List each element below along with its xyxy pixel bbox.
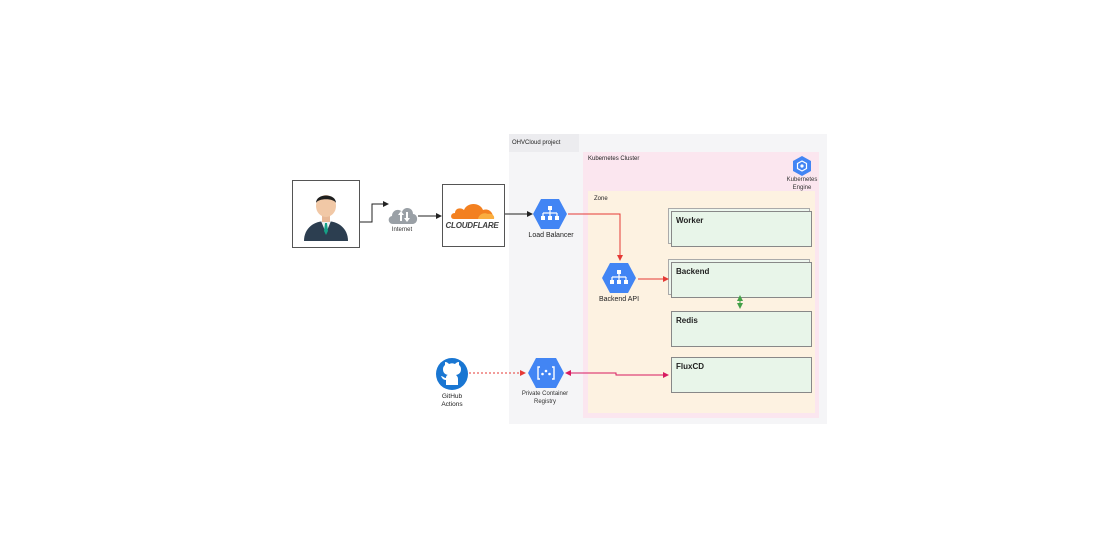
arrow-user-internet [359, 201, 389, 223]
github-label-1: GitHub [441, 393, 463, 400]
backend-api-icon [602, 263, 636, 293]
cluster-label: Kubernetes Cluster [588, 156, 640, 162]
kubernetes-engine-icon [793, 156, 811, 176]
load-balancer-label: Load Balancer [528, 232, 574, 239]
project-label: OHVCloud project [512, 140, 561, 146]
redis-label: Redis [676, 316, 698, 325]
backend-label: Backend [676, 267, 710, 276]
worker-box [671, 211, 812, 247]
internet-cloud-icon [388, 208, 418, 224]
backend-api-label: Backend API [598, 296, 640, 303]
backend-box [671, 262, 812, 298]
zone-label: Zone [594, 196, 608, 202]
cloudflare-wordmark: CLOUDFLARE [445, 221, 499, 230]
arrow-registry-fluxcd [565, 370, 669, 378]
github-label-2: Actions [441, 401, 463, 408]
fluxcd-label: FluxCD [676, 362, 704, 371]
cloudflare-logo-icon [451, 204, 495, 219]
user-avatar-icon [304, 195, 348, 241]
worker-label: Worker [676, 216, 704, 225]
registry-label-1: Private Container [521, 391, 569, 397]
kubernetes-engine-label-2: Engine [792, 185, 812, 191]
fluxcd-box [671, 357, 812, 393]
container-registry-icon [528, 358, 564, 388]
arrow-lb-backend-api [568, 213, 623, 261]
user-box [292, 180, 360, 248]
internet-label: Internet [391, 227, 413, 233]
registry-label-2: Registry [533, 399, 557, 405]
project-tab [509, 134, 579, 152]
kubernetes-engine-label-1: Kubernetes [786, 177, 818, 183]
github-actions-icon [436, 358, 468, 390]
redis-box [671, 311, 812, 347]
load-balancer-icon [533, 199, 567, 229]
